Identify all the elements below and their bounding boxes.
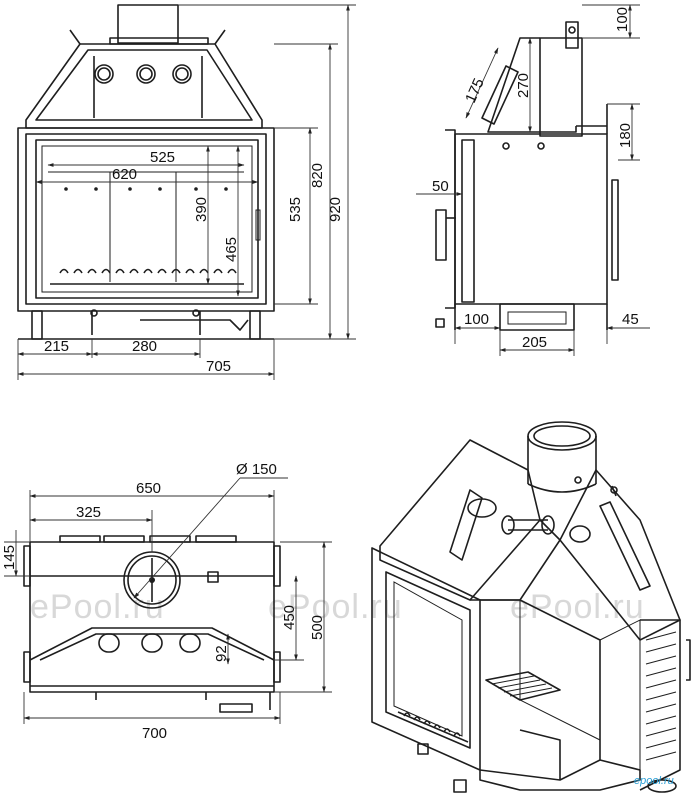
brand-logo: epool.ru xyxy=(634,775,674,787)
side-dim-175: 175 xyxy=(462,76,488,106)
top-dim-92: 92 xyxy=(213,645,230,662)
front-view: 525 620 390 465 535 820 920 215 280 705 xyxy=(17,4,356,380)
top-dim-325: 325 xyxy=(76,504,101,521)
front-dim-535: 535 xyxy=(287,197,304,222)
front-dim-390: 390 xyxy=(193,197,210,222)
side-dim-180: 180 xyxy=(617,123,634,148)
watermark-center: ePool.ru xyxy=(268,588,403,626)
side-dim-50: 50 xyxy=(432,178,449,195)
top-dim-145: 145 xyxy=(1,545,18,570)
top-view: 650 325 Ø 150 145 450 500 92 700 xyxy=(1,461,332,742)
top-dim-650: 650 xyxy=(136,480,161,497)
side-flue xyxy=(539,37,583,137)
watermark-left: ePool.ru xyxy=(30,588,165,626)
front-dim-525: 525 xyxy=(150,149,175,166)
top-dim-diameter: Ø 150 xyxy=(236,461,277,478)
front-frame xyxy=(17,127,275,312)
door-glass xyxy=(35,139,259,299)
side-dim-205: 205 xyxy=(522,334,547,351)
side-dim-100: 100 xyxy=(614,7,631,32)
side-dim-100b: 100 xyxy=(464,311,489,328)
flue-collar xyxy=(117,4,179,44)
iso-hood-right xyxy=(559,469,681,641)
side-hood xyxy=(487,37,577,133)
side-view: 100 175 270 180 50 100 45 205 xyxy=(416,4,650,356)
side-dim-270: 270 xyxy=(515,73,532,98)
top-dim-450: 450 xyxy=(281,605,298,630)
front-dim-280: 280 xyxy=(132,338,157,355)
top-dim-500: 500 xyxy=(309,615,326,640)
front-dim-620: 620 xyxy=(112,166,137,183)
front-dim-820: 820 xyxy=(309,163,326,188)
front-dim-215: 215 xyxy=(44,338,69,355)
side-dim-45: 45 xyxy=(622,311,639,328)
front-dim-920: 920 xyxy=(327,197,344,222)
top-dim-700: 700 xyxy=(142,725,167,742)
isometric-view xyxy=(371,421,691,793)
side-body xyxy=(454,133,608,305)
front-dim-465: 465 xyxy=(223,237,240,262)
grate xyxy=(59,268,237,274)
front-dim-705: 705 xyxy=(206,358,231,375)
